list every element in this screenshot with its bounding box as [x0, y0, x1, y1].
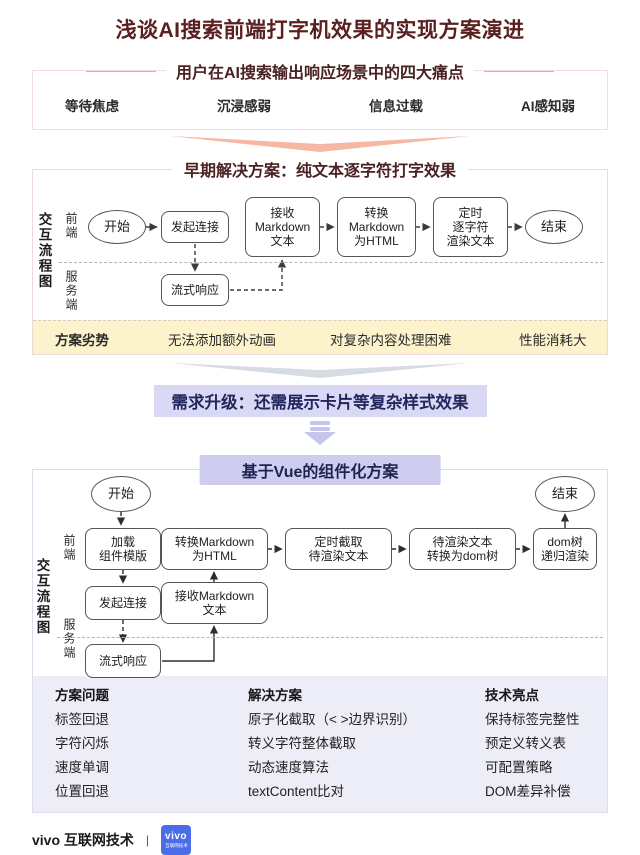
summary-header: 方案问题 [55, 688, 109, 703]
pain-item: 沉浸感弱 [217, 99, 271, 114]
drawbacks-banner: 方案劣势 无法添加额外动画 对复杂内容处理困难 性能消耗大 [33, 320, 607, 354]
flow-arrows-svg [146, 222, 523, 291]
summary-header: 技术亮点 [485, 688, 539, 703]
summary-item: 字符闪烁 [55, 736, 109, 751]
summary-column-problems: 方案问题 标签回退 字符闪烁 速度单调 位置回退 [55, 684, 109, 804]
upgrade-banner: 需求升级：还需展示卡片等复杂样式效果 [153, 385, 487, 417]
summary-column-solutions: 解决方案 原子化截取（< >边界识别） 转义字符整体截取 动态速度算法 text… [248, 684, 416, 804]
summary-item: 保持标签完整性 [485, 712, 580, 727]
section-divider-chevron-silver [170, 363, 470, 378]
pain-item: 等待焦虑 [65, 99, 119, 114]
summary-item: 转义字符整体截取 [248, 736, 356, 751]
vivo-logo-subtext: 互联网技术 [164, 842, 188, 849]
early-solution-panel: 早期解决方案：纯文本逐字符打字效果 交互流程图 前端 服务端 开始 发起连接 接… [32, 157, 608, 355]
pain-item: 信息过载 [369, 99, 423, 114]
flow2-node-dom-render: dom树 递归渲染 [533, 528, 597, 570]
page-title: 浅谈AI搜索前端打字机效果的实现方案演进 [115, 19, 525, 42]
lane-separator [59, 262, 603, 263]
flow1-node-end: 结束 [525, 210, 583, 244]
summary-item: 可配置策略 [485, 760, 553, 775]
flow2-node-stream: 流式响应 [85, 644, 161, 678]
lane-label-server: 服务端 [64, 270, 78, 312]
summary-item: 位置回退 [55, 784, 109, 799]
footer-divider: | [145, 833, 150, 847]
flow2-node-tree: 待渲染文本 转换为dom树 [409, 528, 516, 570]
early-solution-heading: 早期解决方案：纯文本逐字符打字效果 [171, 157, 469, 181]
drawback-item: 性能消耗大 [519, 333, 587, 348]
lane-label-frontend: 前端 [62, 534, 76, 562]
flow2-node-load: 加载 组件模版 [85, 528, 161, 570]
footer: vivo 互联网技术 | vivo 互联网技术 [32, 825, 640, 855]
pain-points-panel: 用户在AI搜索输出响应场景中的四大痛点 等待焦虑 沉浸感弱 信息过载 AI感知弱 [32, 59, 608, 130]
drawback-item: 无法添加额外动画 [168, 333, 276, 348]
summary-panel: 方案问题 标签回退 字符闪烁 速度单调 位置回退 解决方案 原子化截取（< >边… [33, 676, 607, 812]
flow1-node-render: 定时 逐字符 渲染文本 [433, 197, 508, 257]
flow2-node-end: 结束 [535, 476, 595, 512]
pain-points-items: 等待焦虑 沉浸感弱 信息过载 AI感知弱 [47, 81, 593, 117]
flow2-node-convert: 转换Markdown 为HTML [161, 528, 268, 570]
summary-column-highlights: 技术亮点 保持标签完整性 预定义转义表 可配置策略 DOM差异补偿 [485, 684, 580, 804]
flow2-node-start: 开始 [91, 476, 151, 512]
section-divider-chevron-salmon [170, 136, 470, 152]
flow1-node-receive: 接收 Markdown 文本 [245, 197, 320, 257]
footer-brand: vivo 互联网技术 [32, 832, 134, 848]
early-solution-flowchart: 交互流程图 前端 服务端 开始 发起连接 接收 Markdown 文本 转换 M… [33, 170, 607, 320]
down-arrow-icon [304, 421, 336, 445]
vivo-logo-icon: vivo 互联网技术 [161, 825, 192, 855]
summary-header: 解决方案 [248, 688, 302, 703]
vivo-logo-text: vivo [165, 830, 188, 842]
drawback-item: 对复杂内容处理困难 [330, 333, 452, 348]
summary-item: 预定义转义表 [485, 736, 566, 751]
flow2-node-connect: 发起连接 [85, 586, 161, 620]
pain-points-heading-row: 用户在AI搜索输出响应场景中的四大痛点 [33, 59, 607, 83]
flow-arrows-svg [116, 512, 570, 662]
summary-item: 动态速度算法 [248, 760, 329, 775]
summary-item: 速度单调 [55, 760, 109, 775]
flow1-node-connect: 发起连接 [161, 211, 229, 243]
flow1-node-start: 开始 [88, 210, 146, 244]
vue-solution-panel: 基于Vue的组件化方案 交互流程图 前端 服务端 [32, 455, 608, 813]
drawbacks-label: 方案劣势 [55, 333, 109, 348]
flow2-node-clip: 定时截取 待渲染文本 [285, 528, 392, 570]
pain-item: AI感知弱 [521, 99, 575, 114]
pain-points-heading: 用户在AI搜索输出响应场景中的四大痛点 [165, 59, 474, 83]
summary-item: DOM差异补偿 [485, 784, 571, 799]
heading-line [85, 70, 156, 72]
flow1-node-stream: 流式响应 [161, 274, 229, 306]
heading-line [484, 70, 554, 72]
flow2-node-receive: 接收Markdown 文本 [161, 582, 268, 624]
lane-separator [57, 637, 603, 638]
lane-group-label: 交互流程图 [34, 558, 50, 636]
lane-label-server: 服务端 [62, 618, 76, 660]
lane-label-frontend: 前端 [64, 212, 78, 240]
summary-item: 原子化截取（< >边界识别） [248, 712, 417, 727]
flow1-node-convert: 转换 Markdown 为HTML [337, 197, 416, 257]
vue-solution-heading: 基于Vue的组件化方案 [199, 455, 441, 485]
vue-solution-flowchart: 交互流程图 前端 服务端 开始 加载 组件模版 转换Markdown 为HTML… [33, 470, 607, 678]
summary-item: 标签回退 [55, 712, 109, 727]
summary-item: textContent比对 [248, 784, 345, 799]
lane-group-label: 交互流程图 [36, 212, 52, 290]
